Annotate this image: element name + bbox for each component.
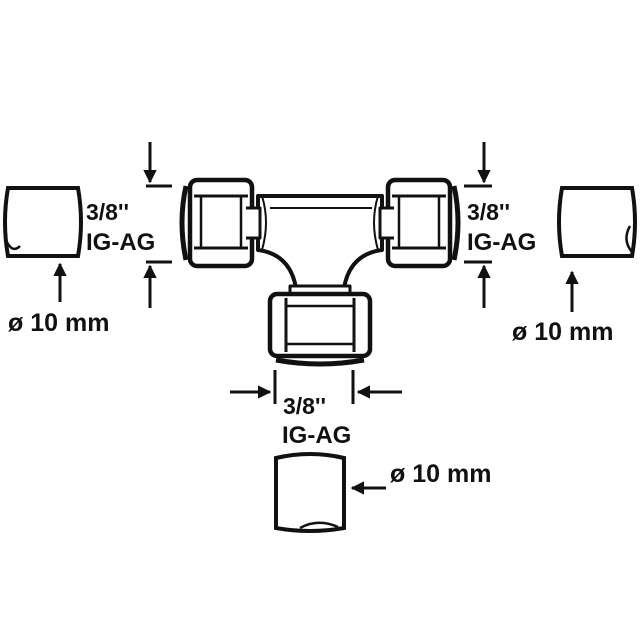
tee-body (256, 194, 384, 290)
bottom-tube (274, 452, 346, 533)
left-nut (179, 177, 262, 269)
right-thread-type-label: IG-AG (467, 229, 536, 256)
left-thread-type-label: IG-AG (86, 229, 155, 256)
right-dimension-markers (464, 142, 492, 308)
bottom-thread-size-label: 3/8'' (283, 393, 326, 419)
bottom-thread-type-label: IG-AG (282, 422, 351, 449)
bottom-nut (267, 284, 373, 367)
left-tube (3, 186, 83, 258)
right-nut (378, 177, 461, 269)
left-tube-diameter-label: ø 10 mm (8, 309, 109, 337)
right-tube-diameter-label: ø 10 mm (512, 318, 613, 346)
right-tube (557, 186, 637, 258)
left-dimension-markers (143, 142, 172, 308)
left-thread-size-label: 3/8'' (86, 199, 129, 225)
right-thread-size-label: 3/8'' (467, 199, 510, 225)
bottom-tube-diameter-label: ø 10 mm (390, 460, 491, 488)
bottom-dimension-markers (230, 370, 402, 404)
